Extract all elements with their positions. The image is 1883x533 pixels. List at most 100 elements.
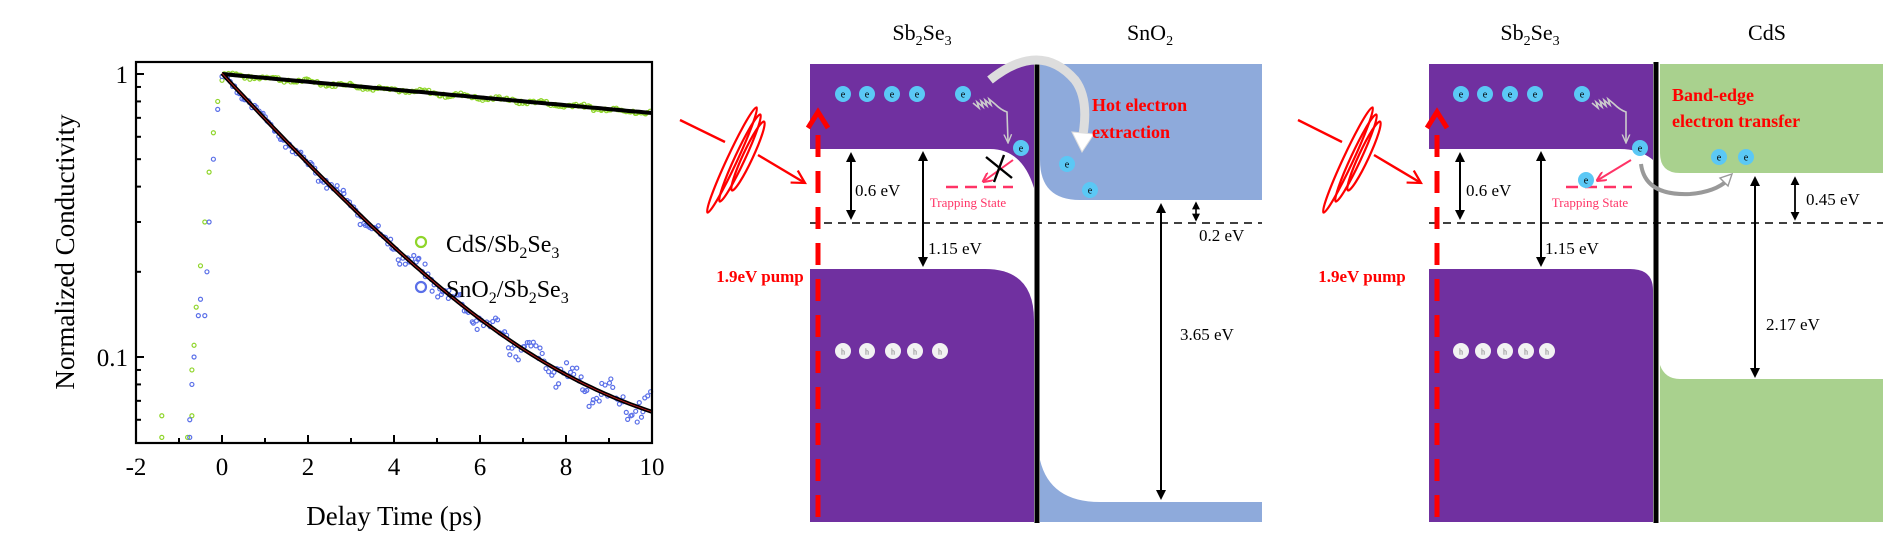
fit-lines bbox=[220, 72, 653, 414]
data-point bbox=[636, 399, 642, 406]
hole-icon: h bbox=[885, 343, 901, 359]
data-point bbox=[438, 291, 444, 298]
x-tick-label: 10 bbox=[640, 454, 665, 481]
sno2-bandgap-label: 3.65 eV bbox=[1180, 325, 1235, 344]
band-edge-arrowhead-icon bbox=[1718, 172, 1734, 188]
svg-text:e: e bbox=[890, 90, 895, 101]
data-point bbox=[606, 380, 613, 386]
data-point bbox=[578, 374, 584, 380]
hole-icon: h bbox=[859, 343, 875, 359]
data-point bbox=[422, 261, 428, 267]
data-point bbox=[473, 318, 480, 324]
pump-label: 1.9eV pump bbox=[716, 267, 804, 286]
data-point bbox=[202, 313, 208, 319]
electron-icon: e bbox=[1738, 149, 1754, 165]
data-point bbox=[645, 393, 651, 399]
electron-icon: e bbox=[909, 86, 925, 102]
conduction-offset-label: 0.45 eV bbox=[1806, 190, 1861, 209]
svg-text:h: h bbox=[938, 348, 942, 357]
svg-text:e: e bbox=[1638, 144, 1643, 155]
data-point bbox=[187, 417, 193, 423]
data-point bbox=[402, 261, 408, 267]
electron-icon: e bbox=[1574, 86, 1590, 102]
data-point bbox=[584, 387, 590, 394]
data-point bbox=[539, 350, 545, 357]
svg-text:h: h bbox=[1459, 348, 1463, 357]
x-axis-label: Delay Time (ps) bbox=[306, 501, 482, 531]
data-point bbox=[530, 339, 536, 345]
gap-label-1-15: 1.15 eV bbox=[1545, 239, 1600, 258]
data-point bbox=[189, 413, 195, 419]
data-point bbox=[210, 156, 216, 162]
data-point bbox=[362, 222, 368, 228]
data-point bbox=[509, 345, 515, 351]
svg-text:e: e bbox=[1459, 90, 1464, 101]
hole-icon: h bbox=[1497, 343, 1513, 359]
data-point bbox=[206, 169, 212, 175]
data-point bbox=[206, 219, 212, 225]
data-point bbox=[193, 304, 199, 310]
electron-icon: e bbox=[955, 86, 971, 102]
svg-text:e: e bbox=[1065, 160, 1070, 171]
electron-icon: e bbox=[1711, 149, 1727, 165]
data-point bbox=[574, 365, 580, 371]
legend: CdS/Sb2Se3 SnO2/Sb2Se3 bbox=[414, 232, 569, 307]
sb2se3-valence-band bbox=[810, 269, 1034, 522]
data-point bbox=[202, 219, 208, 225]
data-point bbox=[608, 376, 614, 382]
svg-text:h: h bbox=[1503, 348, 1507, 357]
electron-icon: e bbox=[884, 86, 900, 102]
hot-transfer-arrowhead-icon bbox=[1071, 131, 1095, 153]
band-diagram-sno2: Sb2Se3 SnO2 1.9eV pump 0.6 eV 1.15 eV Tr… bbox=[679, 20, 1262, 523]
data-point bbox=[553, 384, 559, 390]
sb2se3-conduction-band bbox=[1429, 64, 1653, 160]
pump-label: 1.9eV pump bbox=[1318, 267, 1406, 286]
legend-marker-cds bbox=[414, 235, 428, 249]
data-point bbox=[638, 414, 645, 420]
process-label-line1: Hot electron bbox=[1092, 95, 1187, 115]
hole-icon: h bbox=[932, 343, 948, 359]
x-tick-label: 0 bbox=[216, 454, 229, 481]
svg-text:e: e bbox=[841, 90, 846, 101]
svg-text:e: e bbox=[1508, 90, 1513, 101]
svg-text:h: h bbox=[865, 348, 869, 357]
data-point bbox=[159, 413, 165, 419]
data-point bbox=[189, 367, 195, 373]
process-label-line1: Band-edge bbox=[1672, 85, 1754, 105]
data-point bbox=[528, 343, 534, 349]
trapping-arrow bbox=[1598, 159, 1632, 180]
pump-arrowhead-icon bbox=[1424, 107, 1450, 130]
data-point bbox=[524, 339, 530, 346]
gap-label-1-15: 1.15 eV bbox=[928, 239, 983, 258]
svg-text:e: e bbox=[915, 90, 920, 101]
material-label-cds: CdS bbox=[1748, 20, 1786, 45]
data-point bbox=[633, 408, 639, 414]
electron-icon: e bbox=[1632, 140, 1648, 156]
data-point bbox=[282, 144, 289, 150]
electron-icon: e bbox=[1527, 86, 1543, 102]
svg-text:h: h bbox=[1545, 348, 1549, 357]
data-point bbox=[191, 342, 197, 348]
trapping-state-label: Trapping State bbox=[1552, 195, 1629, 210]
hole-icon: h bbox=[835, 343, 851, 359]
data-point bbox=[490, 318, 496, 325]
hole-icon: h bbox=[1453, 343, 1469, 359]
x-tick-label: 2 bbox=[302, 454, 315, 481]
data-point bbox=[569, 365, 576, 371]
laser-pulse-icon bbox=[679, 106, 807, 214]
y-tick-label: 0.1 bbox=[97, 345, 128, 372]
pump-arrowhead-icon bbox=[805, 107, 831, 130]
cds-conduction-band bbox=[1660, 64, 1883, 173]
process-label-line2: extraction bbox=[1092, 122, 1170, 142]
data-point bbox=[586, 403, 592, 409]
data-point bbox=[195, 313, 201, 319]
gap-label-0-6: 0.6 eV bbox=[855, 181, 901, 200]
svg-text:h: h bbox=[913, 348, 917, 357]
electron-icon: e bbox=[1502, 86, 1518, 102]
data-point bbox=[197, 263, 204, 269]
data-point bbox=[324, 185, 330, 191]
data-point bbox=[629, 412, 635, 418]
